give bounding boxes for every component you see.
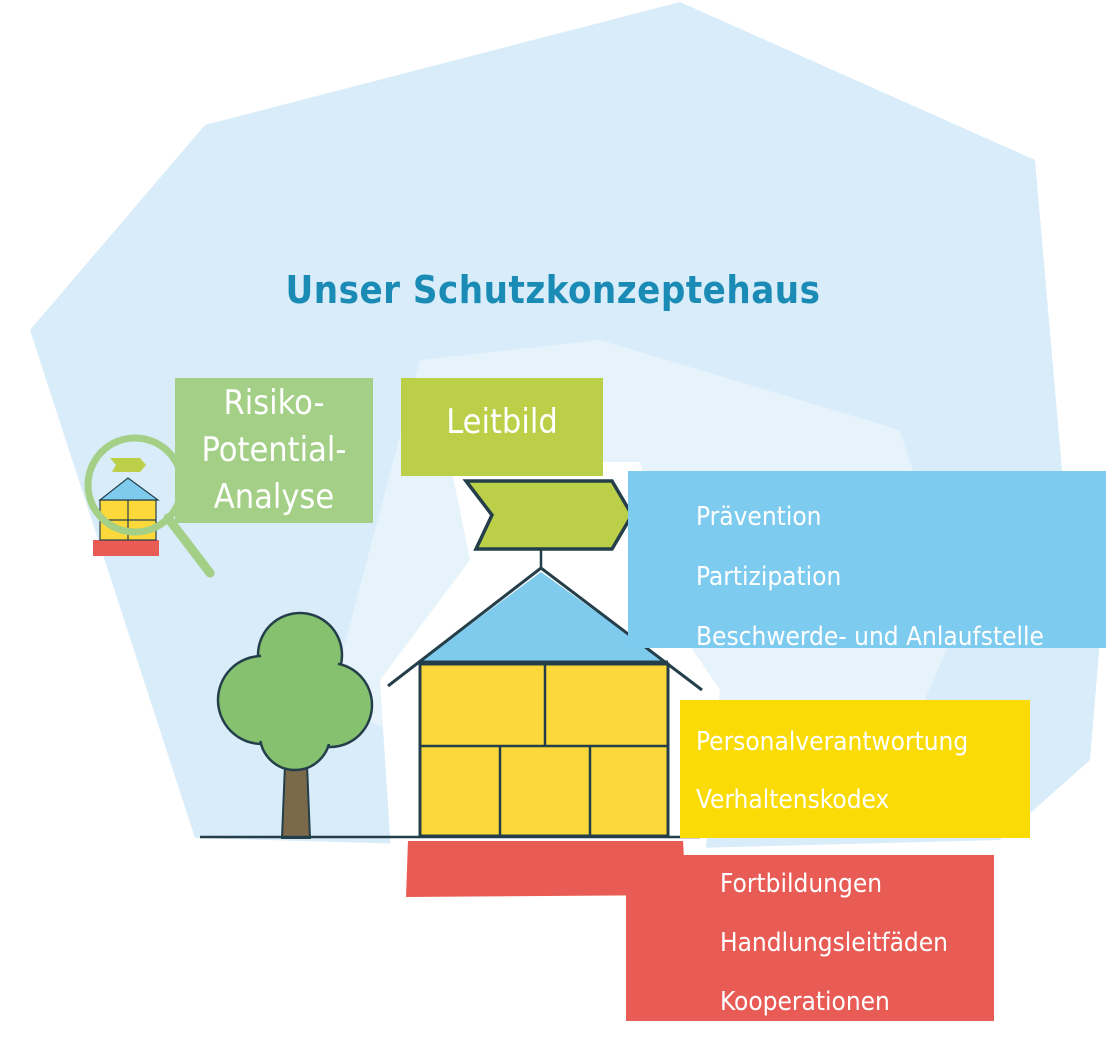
foundation-item: Kooperationen <box>720 987 890 1017</box>
roof <box>420 572 666 662</box>
roof-item: Prävention <box>696 502 822 532</box>
mission-box: Leitbild <box>401 378 603 476</box>
wall-items-box: Personalverantwortung Verhaltenskodex <box>680 700 1030 838</box>
wall-item: Personalverantwortung <box>696 727 969 757</box>
foundation-item: Fortbildungen <box>720 869 883 899</box>
risk-line: Analyse <box>213 477 335 517</box>
risk-line: Potential- <box>201 430 347 470</box>
foundation-item: Handlungsleitfäden <box>720 928 949 958</box>
tree-illustration <box>216 611 374 839</box>
foundation-items-box: Fortbildungen Handlungsleitfäden Koopera… <box>626 855 994 1021</box>
roof-item: Beschwerde- und Anlaufstelle <box>696 622 1044 652</box>
roof-items-box: Prävention Partizipation Beschwerde- und… <box>628 471 1106 652</box>
mission-label: Leitbild <box>446 402 558 442</box>
risk-line: Risiko- <box>223 383 325 423</box>
leitbild-flag <box>462 479 635 551</box>
risk-analysis-box: Risiko- Potential- Analyse <box>175 378 373 523</box>
roof-item: Partizipation <box>696 562 842 592</box>
page-title: Unser Schutzkonzeptehaus <box>285 268 821 312</box>
wall-item: Verhaltenskodex <box>696 785 890 815</box>
